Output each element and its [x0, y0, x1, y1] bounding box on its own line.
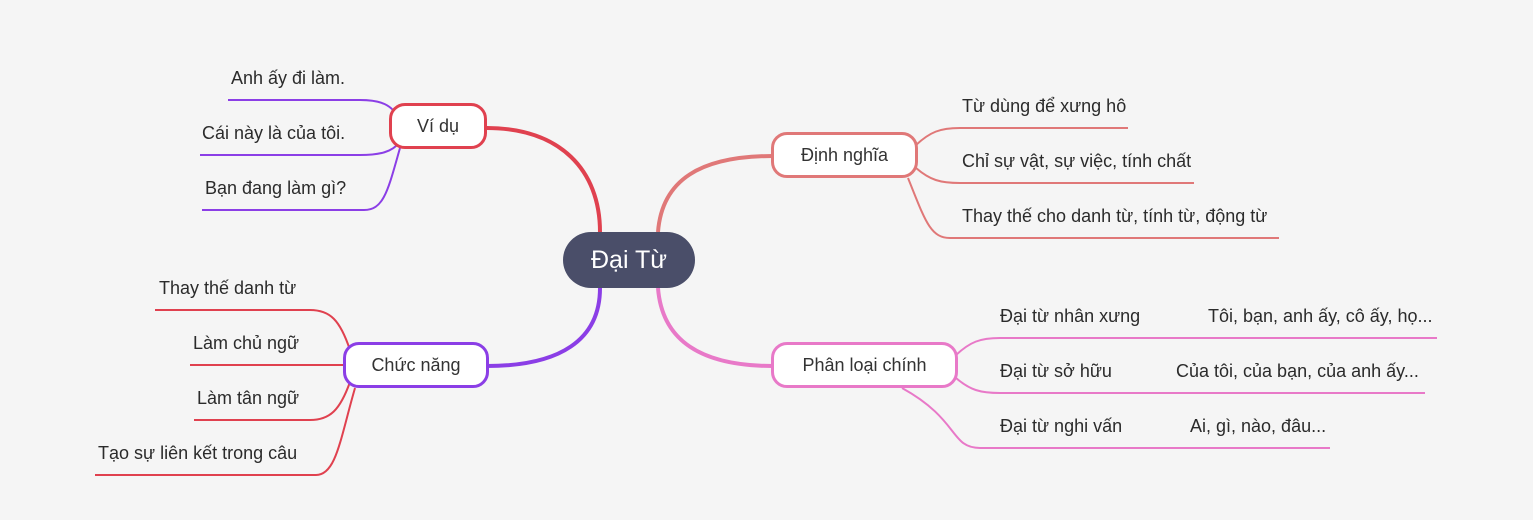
- root-label: Đại Từ: [590, 245, 667, 274]
- leaf-example-node[interactable]: Ai, gì, nào, đâu...: [1190, 416, 1327, 436]
- leaf-node[interactable]: Thay thế cho danh từ, tính từ, động từ: [962, 206, 1268, 226]
- leaf-node[interactable]: Làm tân ngữ: [197, 388, 300, 408]
- branch-label: Chức năng: [371, 354, 461, 375]
- leaf-node[interactable]: Làm chủ ngữ: [193, 333, 300, 353]
- leaf-example-node[interactable]: Của tôi, của bạn, của anh ấy...: [1176, 361, 1419, 381]
- leaf-node[interactable]: Từ dùng để xưng hô: [962, 96, 1127, 116]
- leaf-node[interactable]: Chỉ sự vật, sự việc, tính chất: [962, 151, 1192, 171]
- branch-label: Phân loại chính: [802, 354, 927, 375]
- leaf-node[interactable]: Đại từ nghi vấn: [1000, 416, 1123, 436]
- leaf-node[interactable]: Đại từ nhân xưng: [1000, 306, 1141, 326]
- branch-label: Định nghĩa: [800, 144, 889, 165]
- root-node[interactable]: Đại Từ: [563, 232, 695, 288]
- leaf-example-node[interactable]: Tôi, bạn, anh ấy, cô ấy, họ...: [1208, 306, 1433, 326]
- branch-node-phan-loai-chinh[interactable]: Phân loại chính: [771, 342, 958, 388]
- leaf-node[interactable]: Anh ấy đi làm.: [231, 68, 346, 88]
- leaf-node[interactable]: Bạn đang làm gì?: [205, 178, 347, 198]
- branch-node-dinh-nghia[interactable]: Định nghĩa: [771, 132, 918, 178]
- leaf-node[interactable]: Cái này là của tôi.: [202, 123, 346, 143]
- leaf-node[interactable]: Thay thế danh từ: [159, 278, 297, 298]
- leaf-node[interactable]: Tạo sự liên kết trong câu: [98, 443, 298, 463]
- branch-node-vi-du[interactable]: Ví dụ: [389, 103, 487, 149]
- leaf-node[interactable]: Đại từ sở hữu: [1000, 361, 1112, 381]
- branch-node-chuc-nang[interactable]: Chức năng: [343, 342, 489, 388]
- branch-label: Ví dụ: [416, 115, 460, 136]
